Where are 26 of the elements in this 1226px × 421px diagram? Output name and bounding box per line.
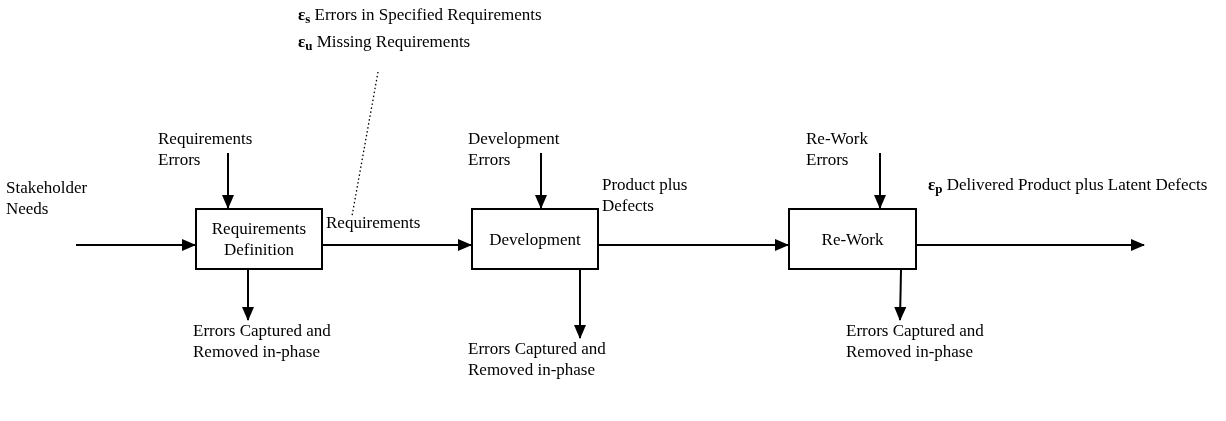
arrow: [874, 152, 886, 209]
arrow: [894, 269, 907, 321]
process-box: Development: [471, 208, 599, 270]
node-label: Errors Captured and Removed in-phase: [468, 338, 607, 380]
edge-label: Product plus Defects: [602, 174, 689, 216]
arrow: [574, 269, 586, 339]
arrow: [222, 152, 234, 209]
node-label: Re-Work Errors: [806, 128, 869, 170]
arrow: [322, 239, 472, 251]
node-label: ε$_{u}$ Missing Requirements: [298, 31, 471, 52]
arrow: [916, 239, 1145, 251]
edge-label: ε$_{p}$ Delivered Product plus Latent Defects: [928, 174, 1209, 195]
process-box: Re-Work: [788, 208, 917, 270]
process-box: Requirements Definition: [195, 208, 323, 270]
leader-line: [351, 71, 379, 217]
edge-label: Requirements: [326, 212, 422, 233]
arrow: [75, 239, 196, 251]
node-label: Errors Captured and Removed in-phase: [193, 320, 332, 362]
node-label: Requirements Errors: [158, 128, 253, 170]
node-label: Development Errors: [468, 128, 560, 170]
node-label: Stakeholder Needs: [6, 177, 88, 219]
node-label: Errors Captured and Removed in-phase: [846, 320, 985, 362]
arrow: [535, 152, 547, 209]
node-label: ε$_{s}$ Errors in Specified Requirements: [298, 4, 542, 25]
arrow: [242, 269, 254, 321]
arrow: [598, 239, 789, 251]
